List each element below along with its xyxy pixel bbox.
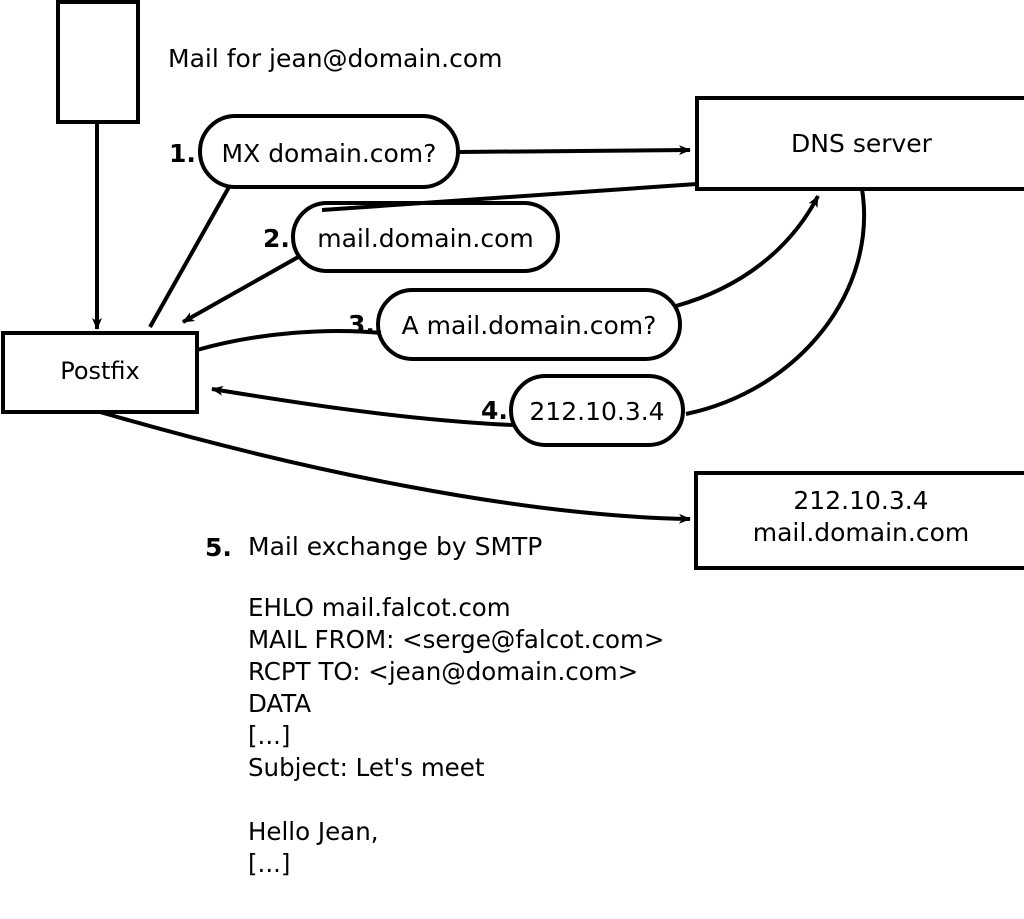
smtp-line: [...] [248, 721, 291, 750]
smtp-line: EHLO mail.falcot.com [248, 593, 511, 622]
arrow-step4-to-postfix [211, 385, 514, 427]
line-dns-to-step4 [685, 188, 866, 416]
postfix-box [1, 331, 199, 414]
step-3-number: 3. [348, 310, 375, 339]
smtp-transcript: EHLO mail.falcot.com MAIL FROM: <serge@f… [248, 592, 664, 919]
arrow-step1-to-dns [457, 145, 691, 156]
arrow-step1-tail-to-postfix [148, 186, 231, 328]
step-2-number: 2. [263, 224, 290, 253]
mail-for-caption: Mail for jean@domain.com [168, 44, 503, 73]
smtp-blank-line [248, 880, 664, 912]
step-4-bubble [509, 374, 685, 447]
arrow-step3-to-dns [675, 195, 820, 308]
smtp-line: Hello Jean, [248, 817, 379, 846]
line-dns-to-step2 [321, 182, 698, 212]
smtp-line: MAIL FROM: <serge@falcot.com> [248, 625, 665, 654]
sender-box [56, 0, 140, 124]
smtp-line-end-of-message: . [248, 912, 664, 919]
arrow-step2-to-postfix [182, 254, 301, 324]
step-2-bubble [291, 201, 560, 273]
smtp-line: Subject: Let's meet [248, 753, 485, 782]
step-3-bubble [376, 288, 682, 361]
smtp-line: [...] [248, 849, 291, 878]
smtp-line: RCPT TO: <jean@domain.com> [248, 657, 639, 686]
line-postfix-to-step3 [196, 329, 382, 352]
step-1-bubble [198, 114, 460, 189]
step-4-number: 4. [481, 396, 508, 425]
step-5-label: Mail exchange by SMTP [248, 532, 543, 561]
smtp-line: DATA [248, 689, 312, 718]
dns-server-box [695, 96, 1024, 191]
arrow-step5-to-mailserver [99, 410, 691, 524]
mail-server-box [694, 471, 1024, 570]
step-5-number: 5. [205, 533, 232, 562]
smtp-blank-line [248, 784, 664, 816]
step-1-number: 1. [169, 139, 196, 168]
